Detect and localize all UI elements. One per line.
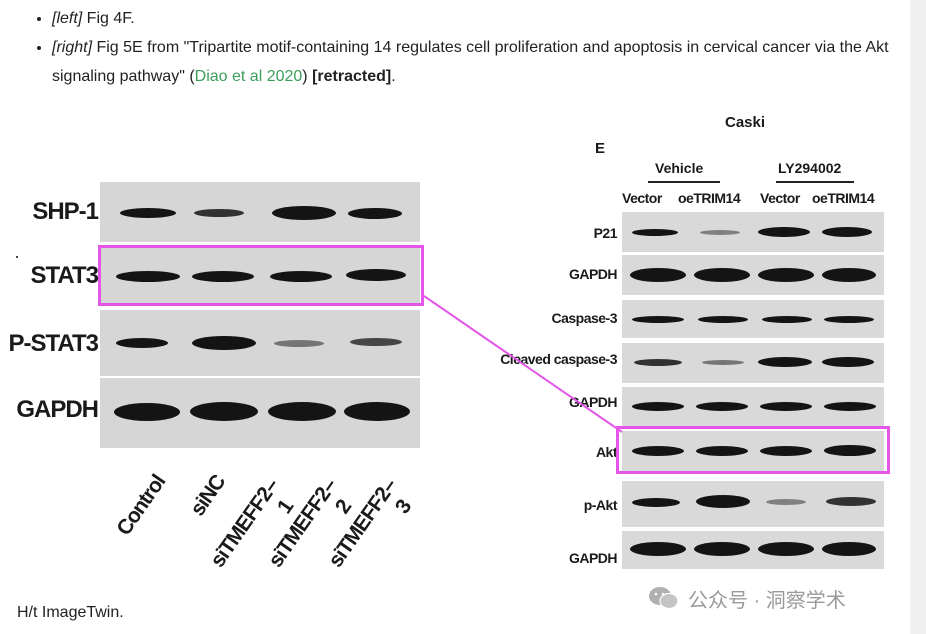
blot-band <box>114 403 180 421</box>
left-row-label: GAPDH <box>16 396 99 423</box>
group-underline <box>776 181 854 183</box>
highlight-box-right <box>616 426 890 474</box>
blot-band <box>274 340 324 347</box>
blot-band <box>758 268 814 282</box>
caption-right-end: . <box>391 68 396 85</box>
blot-band <box>766 499 806 505</box>
blot-band <box>346 269 406 281</box>
blot-band <box>190 402 258 421</box>
row-label: Cleaved caspase-3 <box>500 351 617 367</box>
left-row-label: STAT3 <box>30 262 99 289</box>
highlight-box-left <box>98 245 424 306</box>
lane-label: Vector <box>622 190 662 206</box>
blot-band <box>632 498 680 507</box>
caption-left-text: Fig 4F. <box>82 10 135 27</box>
blot-band <box>194 209 244 217</box>
watermark-text: 公众号 · 洞察学术 <box>688 590 846 612</box>
scrollbar[interactable] <box>910 0 926 634</box>
caption-list: [left] Fig 4F. [right] Fig 5E from "Trip… <box>30 4 922 91</box>
blot-band <box>826 497 876 506</box>
row-label: p-Akt <box>583 497 618 513</box>
blot-band <box>824 402 876 411</box>
panel-letter: E <box>595 140 606 157</box>
stray-dot <box>16 256 18 258</box>
blot-band <box>268 402 336 421</box>
blot-band <box>634 359 682 366</box>
left-row-label: SHP-1 <box>32 198 99 225</box>
blot-band <box>116 271 180 282</box>
row-label: P21 <box>593 225 618 241</box>
blot-band <box>696 446 748 456</box>
blot-band <box>758 542 814 556</box>
blot-band <box>192 271 254 282</box>
blot-band <box>632 402 684 411</box>
retracted-label: [retracted] <box>312 68 392 85</box>
blot-band <box>702 360 744 365</box>
group-label: LY294002 <box>778 160 842 176</box>
blot-band <box>696 402 748 411</box>
blot-band <box>120 208 176 218</box>
tag-right: [right] <box>52 39 93 56</box>
blot-band <box>344 402 410 421</box>
caption-left: [left] Fig 4F. <box>52 4 922 33</box>
blot-band <box>192 336 256 350</box>
blot-band <box>630 268 686 282</box>
blot-band <box>758 227 810 237</box>
blot-band <box>822 542 876 556</box>
blot-band <box>348 208 402 219</box>
caption-right-mid: ) <box>302 68 313 85</box>
group-underline <box>648 181 720 183</box>
caption-right: [right] Fig 5E from "Tripartite motif-co… <box>52 33 922 91</box>
lane-label: oeTRIM14 <box>812 190 875 206</box>
blot-band <box>632 316 684 323</box>
blot-band <box>272 206 336 220</box>
cell-line-title: Caski <box>725 114 766 131</box>
row-label: Akt <box>595 444 618 460</box>
blot-band <box>350 338 402 346</box>
blot-band <box>632 446 684 456</box>
blot-band <box>760 446 812 456</box>
group-label: Vehicle <box>655 160 704 176</box>
row-label: Caspase-3 <box>551 310 617 326</box>
blot-band <box>822 357 874 367</box>
blot-band <box>116 338 168 348</box>
blot-band <box>694 542 750 556</box>
blot-band <box>270 271 332 282</box>
blot-band <box>700 230 740 235</box>
blot-band <box>632 229 678 236</box>
tag-left: [left] <box>52 10 83 27</box>
blot-band <box>824 316 874 323</box>
blot-band <box>698 316 748 323</box>
blot-band <box>822 227 872 237</box>
row-label: GAPDH <box>568 550 618 566</box>
blot-band <box>630 542 686 556</box>
caption-right-text: Fig 5E from "Tripartite motif-containing… <box>52 39 889 85</box>
left-row-label: P-STAT3 <box>8 330 99 357</box>
blot-band <box>822 268 876 282</box>
blot-band <box>758 357 812 367</box>
blot-band <box>762 316 812 323</box>
blot-band <box>696 495 750 508</box>
lane-label: oeTRIM14 <box>678 190 741 206</box>
credit-text: H/t ImageTwin. <box>17 604 124 621</box>
blot-band <box>760 402 812 411</box>
citation-link[interactable]: Diao et al 2020 <box>194 68 303 85</box>
row-label: GAPDH <box>568 266 618 282</box>
row-label: GAPDH <box>568 394 618 410</box>
blot-band <box>824 445 876 456</box>
blot-band <box>694 268 750 282</box>
lane-label: Vector <box>760 190 800 206</box>
wechat-icon <box>649 587 679 610</box>
